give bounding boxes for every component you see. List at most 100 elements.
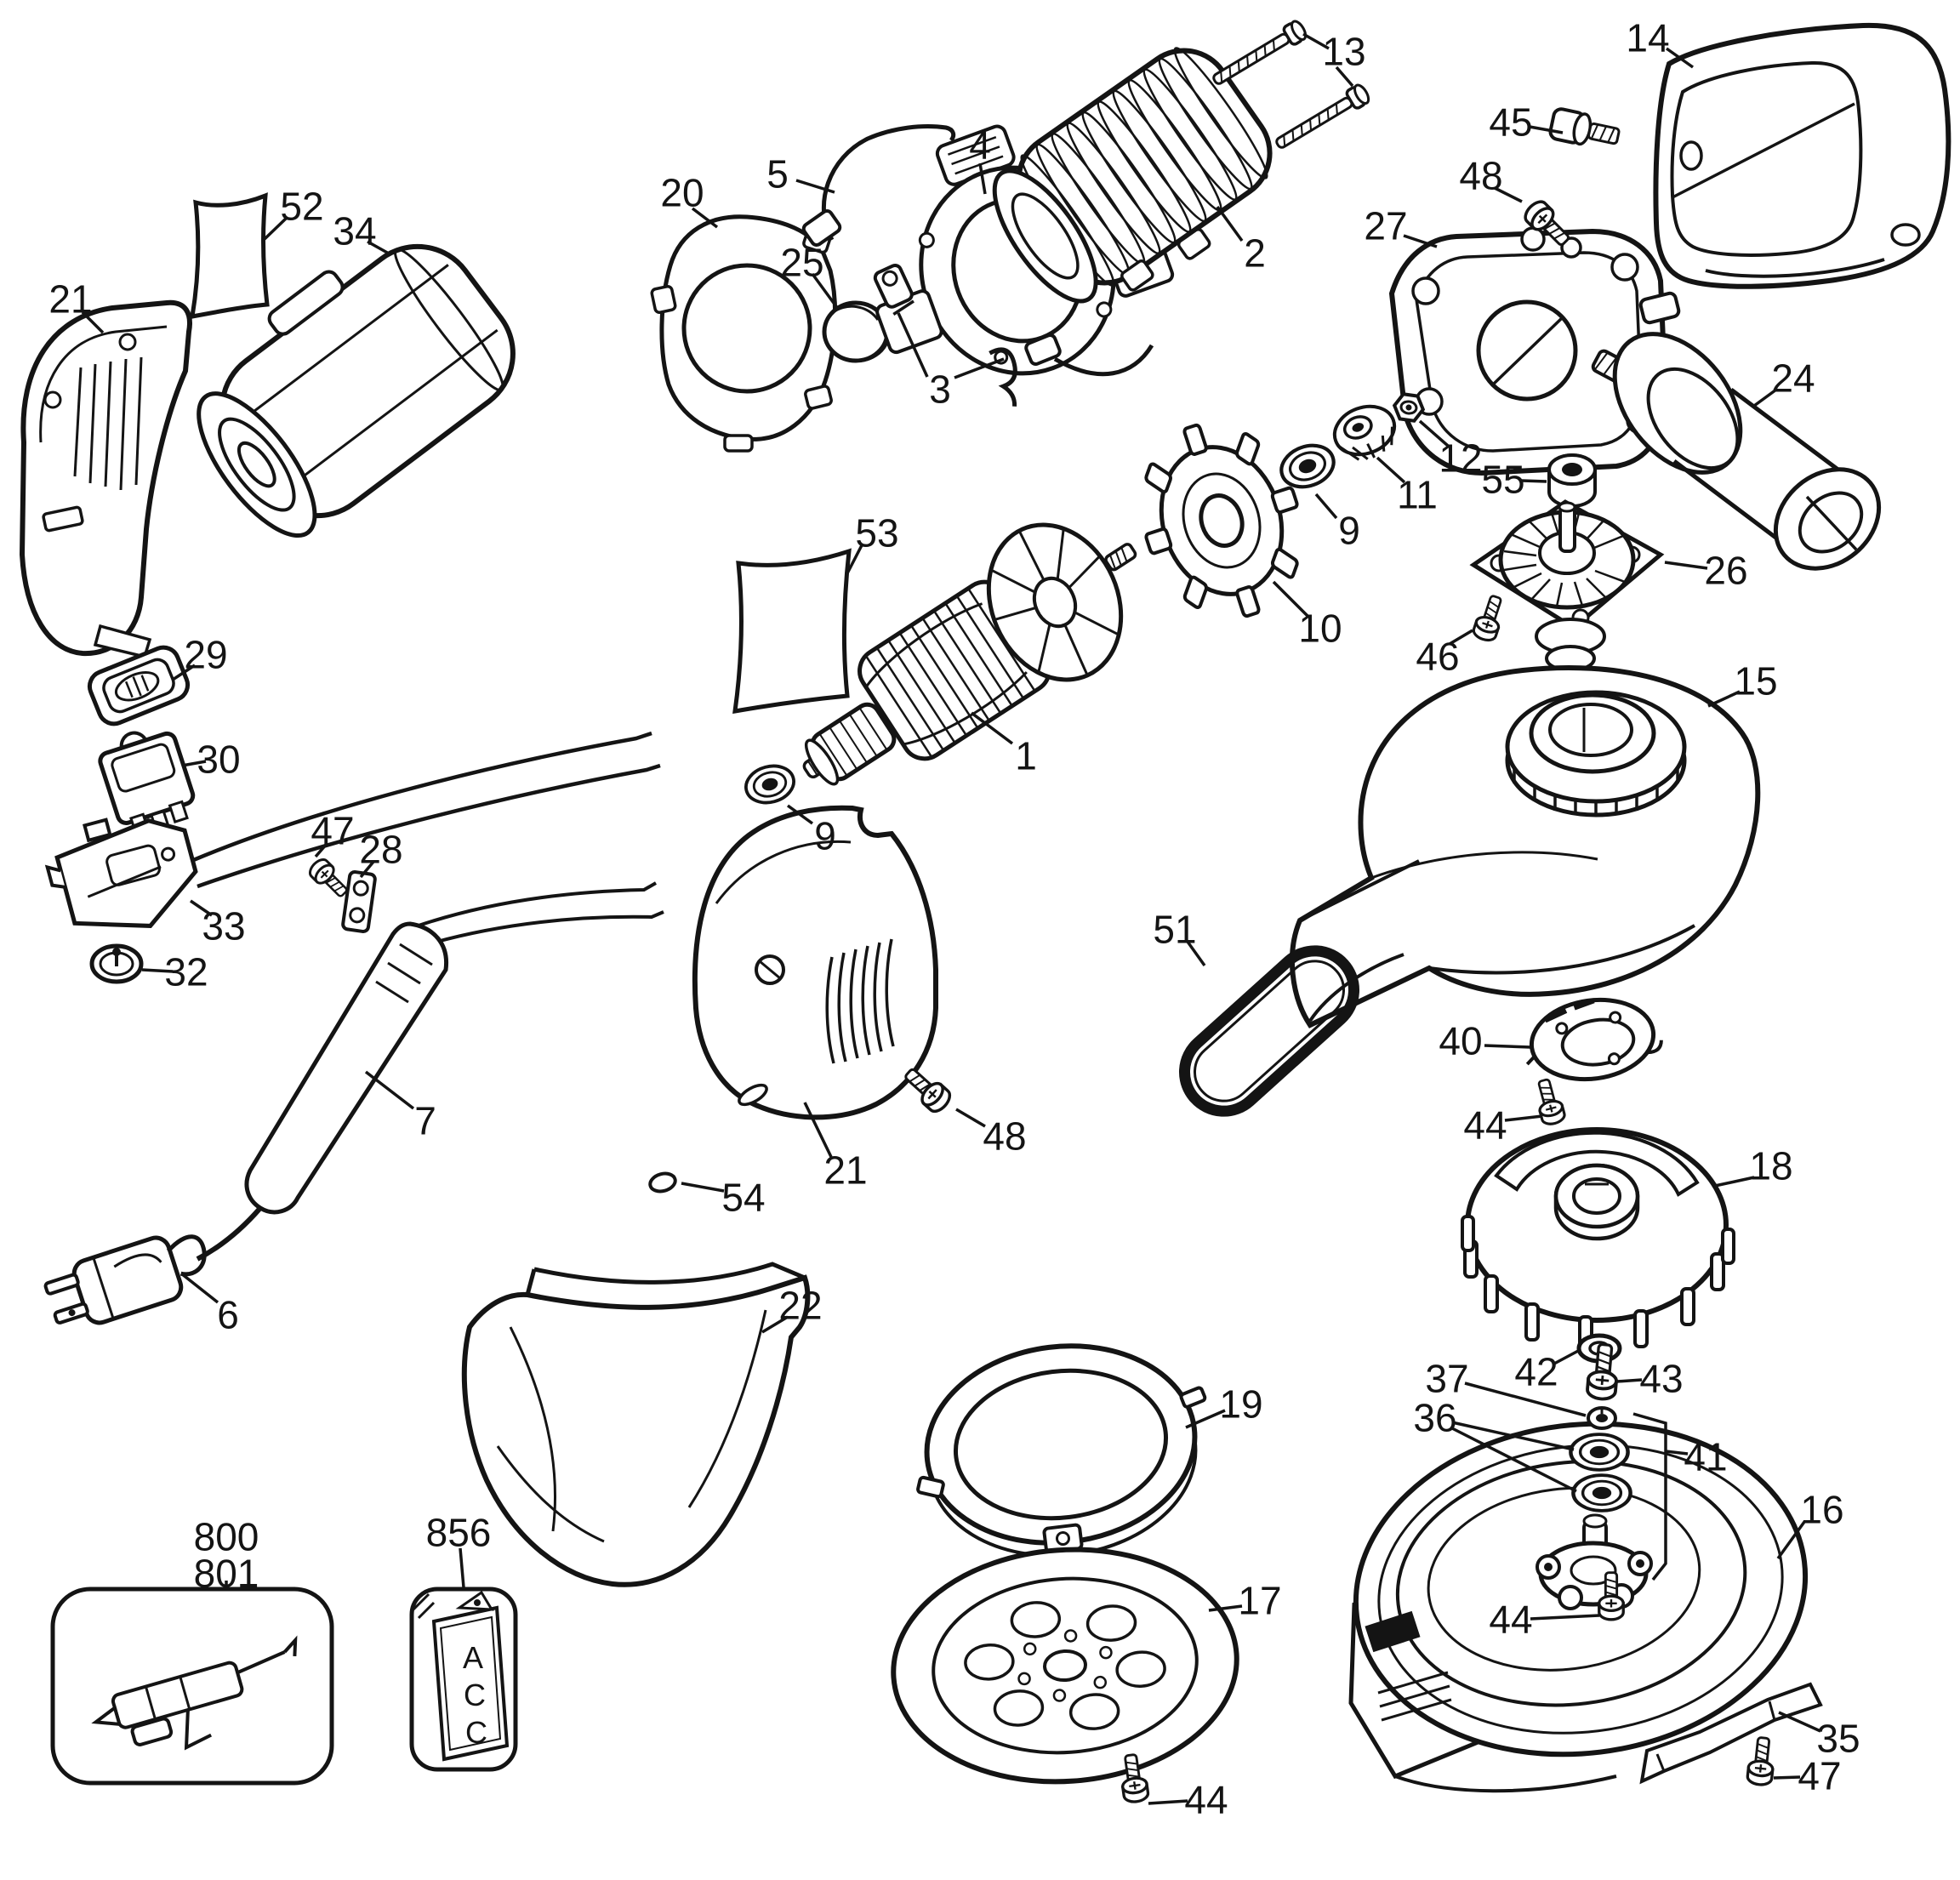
leader-line-15: [1707, 690, 1741, 708]
brush-wire-part-5: [801, 124, 956, 248]
gear-housing-part-15: [1290, 665, 1761, 1028]
leader-line-28: [359, 860, 375, 879]
part-label-46: 46: [1416, 635, 1459, 679]
leader-line-40: [1484, 1044, 1531, 1049]
part-label-13: 13: [1322, 30, 1365, 74]
part-label-10: 10: [1298, 607, 1342, 651]
switch-button-part-29: [87, 645, 191, 726]
part-label-47b: 47: [1798, 1754, 1841, 1798]
part-label-48a: 48: [1459, 154, 1502, 198]
leader-line-44a: [1504, 1114, 1543, 1122]
part-label-44b: 44: [1489, 1598, 1532, 1642]
fan-baffle-part-20: [650, 214, 838, 453]
leader-line-46: [1449, 629, 1473, 646]
part-label-35: 35: [1816, 1717, 1860, 1761]
leader-line-6: [179, 1272, 219, 1304]
leader-line-3: [897, 312, 929, 378]
leader-line-9a: [1314, 493, 1338, 520]
link-plate-part-28: [341, 870, 377, 933]
handle-housing-part-21-left: [19, 299, 192, 659]
leader-line-27: [1403, 234, 1438, 248]
leader-line-35: [1778, 1711, 1821, 1733]
brush-terminals-part-3: [873, 263, 1017, 407]
keyed-washer-part-37: [1587, 1406, 1617, 1430]
part-label-19: 19: [1219, 1382, 1262, 1427]
rear-cover-part-14: [1653, 22, 1951, 289]
sanding-pad-part-17: [891, 1547, 1239, 1785]
part-label-28: 28: [359, 828, 402, 872]
part-label-14: 14: [1626, 16, 1669, 60]
screw-part-47-right: [1745, 1735, 1778, 1787]
leader-line-43: [1616, 1378, 1643, 1383]
leader-line-12: [1418, 419, 1450, 447]
part-label-801: 801: [194, 1552, 259, 1596]
leader-line-20: [691, 207, 719, 229]
part-label-9b: 9: [814, 814, 836, 858]
leader-line-18: [1714, 1176, 1755, 1188]
screw-part-44-upper: [1530, 1075, 1568, 1128]
bracket-41: [1665, 1450, 1689, 1456]
leader-line-44c: [1148, 1799, 1188, 1805]
leader-line-25: [811, 272, 840, 310]
bearing-part-9-lower: [740, 759, 800, 810]
clutch-ring-part-40: [1525, 997, 1663, 1082]
part-label-12: 12: [1439, 436, 1482, 481]
leader-line-14: [1665, 47, 1695, 69]
leader-line-3: [954, 357, 1005, 379]
leader-line-53: [846, 544, 863, 574]
part-label-55: 55: [1481, 458, 1524, 502]
part-label-40: 40: [1439, 1019, 1482, 1063]
part-label-acc-a: A: [463, 1640, 483, 1675]
part-label-acc-c2: C: [465, 1715, 487, 1750]
leader-line-4: [978, 162, 987, 195]
part-label-53: 53: [855, 511, 898, 555]
part-label-44a: 44: [1463, 1103, 1507, 1148]
accessory-box-856: [409, 1587, 518, 1772]
motor-housing-part-34: [197, 243, 516, 538]
power-plug-part-6: [43, 1234, 207, 1325]
part-label-2: 2: [1244, 231, 1266, 276]
acc-card-icon: [412, 1590, 510, 1762]
part-label-16: 16: [1800, 1488, 1843, 1532]
drive-belt-part-51: [1178, 945, 1360, 1117]
part-label-47a: 47: [311, 809, 354, 853]
part-label-37: 37: [1425, 1357, 1468, 1401]
part-label-51: 51: [1153, 908, 1196, 952]
leader-line-21a: [81, 310, 105, 334]
part-label-45: 45: [1489, 100, 1532, 145]
label-sticker-part-53: [732, 548, 852, 715]
part-label-52: 52: [280, 185, 323, 229]
part-label-22: 22: [778, 1284, 822, 1328]
part-label-30: 30: [197, 738, 240, 782]
part-label-7: 7: [414, 1099, 436, 1143]
screw-part-46: [1470, 592, 1509, 645]
part-label-26: 26: [1704, 549, 1747, 593]
part-label-41: 41: [1684, 1435, 1727, 1479]
lock-button-part-45: [1548, 107, 1621, 146]
leader-line-33: [190, 899, 213, 917]
part-label-4: 4: [969, 123, 991, 168]
leader-line-7: [364, 1070, 415, 1110]
bearing-part-9-upper: [1275, 439, 1339, 494]
part-label-856: 856: [426, 1511, 492, 1555]
leader-line-48a: [1494, 186, 1523, 203]
grease-applicator-icon: [91, 1635, 298, 1751]
leader-line-11: [1376, 456, 1406, 484]
part-label-20: 20: [660, 171, 704, 215]
cap-disc-part-32: [89, 943, 144, 984]
armature-part-1: [802, 522, 1137, 786]
leader-line-30: [181, 760, 207, 767]
leader-line-44b: [1530, 1614, 1600, 1621]
part-label-36: 36: [1413, 1396, 1456, 1440]
bearing-retainer-part-55: [1547, 453, 1597, 508]
bracket-41: [1632, 1412, 1667, 1581]
part-label-6: 6: [217, 1293, 239, 1337]
leader-line-37: [1464, 1382, 1587, 1417]
part-label-11: 11: [1397, 473, 1438, 517]
leader-line-2: [1216, 205, 1244, 242]
leader-line-36: [1451, 1427, 1577, 1493]
part-label-54: 54: [721, 1176, 765, 1220]
leader-line-22: [761, 1315, 789, 1334]
pad-wrench-part-35: [1639, 1682, 1823, 1785]
leader-line-48b: [955, 1108, 986, 1128]
